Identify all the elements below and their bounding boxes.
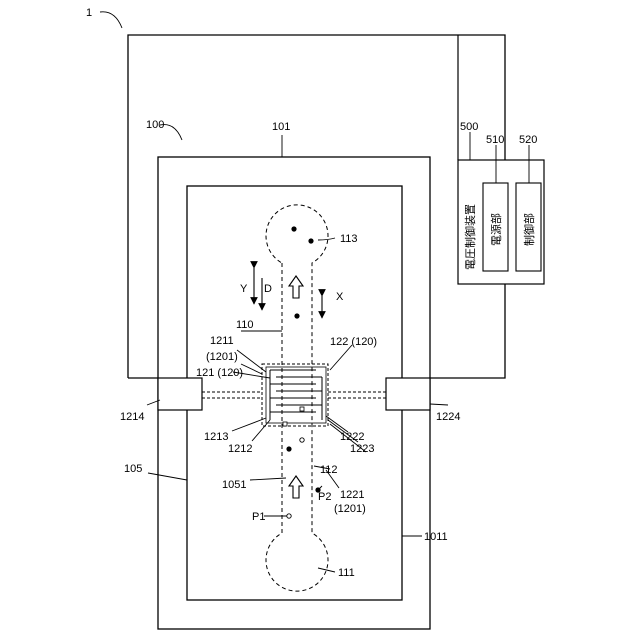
label-axis-d: D (264, 283, 272, 295)
ref-1051: 1051 (222, 479, 246, 491)
electrode-leads (202, 392, 386, 398)
ref-500: 500 (460, 121, 478, 133)
ref-1221: 1221 (340, 489, 364, 501)
ref-1224: 1224 (436, 411, 460, 423)
ref-110: 110 (236, 319, 254, 331)
ref-112: 112 (320, 464, 338, 476)
ref-113: 113 (340, 233, 358, 245)
ref-122: 122 (120) (330, 336, 377, 348)
particle-p2 (300, 438, 304, 442)
ref-1201-bottom: (1201) (334, 503, 366, 515)
ref-520: 520 (519, 134, 537, 146)
ref-1223: 1223 (350, 443, 374, 455)
ref-1011: 1011 (424, 531, 448, 543)
control-unit-label: 制御部 (522, 213, 536, 246)
particle (308, 238, 313, 243)
particle-p1 (287, 514, 291, 518)
ref-101: 101 (272, 121, 290, 133)
terminal-1224 (386, 378, 430, 410)
label-axis-y: Y (240, 283, 248, 295)
terminal-1214 (158, 378, 202, 410)
label-axis-x: X (336, 291, 344, 303)
particle (286, 446, 291, 451)
flow-arrow-lower (289, 476, 303, 498)
ref-p2: P2 (318, 491, 331, 503)
ref-105: 105 (124, 463, 142, 475)
electrode-region (262, 364, 328, 426)
power-unit-label: 電源部 (489, 213, 503, 246)
electrode-pattern-121 (270, 370, 322, 420)
ref-1: 1 (86, 7, 92, 19)
inner-frame-1011 (187, 186, 402, 600)
particle (291, 226, 296, 231)
ref-1213: 1213 (204, 431, 228, 443)
ref-1222: 1222 (340, 431, 364, 443)
ref-1214: 1214 (120, 411, 144, 423)
ref-100: 100 (146, 119, 164, 131)
ref-p1: P1 (252, 511, 265, 523)
ref-1211: 1211 (210, 335, 234, 347)
ref-1212: 1212 (228, 443, 252, 455)
ref-1201-top: (1201) (206, 351, 238, 363)
controller-title: 電圧制御装置 (463, 204, 477, 270)
ref-121: 121 (120) (196, 367, 243, 379)
ref-510: 510 (486, 134, 504, 146)
flow-arrow-upper (289, 276, 303, 298)
particle (294, 313, 299, 318)
leader-lines (100, 12, 529, 572)
ref-111: 111 (338, 567, 355, 579)
wiring-loop (128, 35, 505, 378)
